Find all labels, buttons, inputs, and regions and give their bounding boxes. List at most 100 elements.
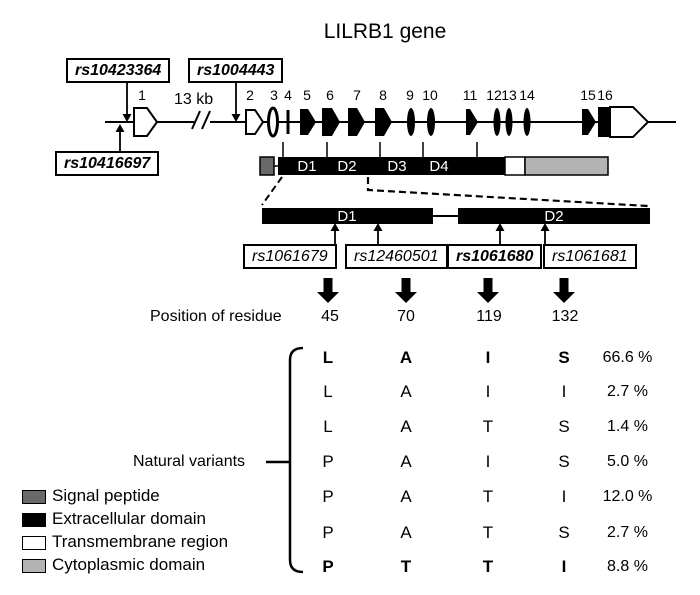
zoom-guide-right-line xyxy=(366,177,649,208)
domain-label-d2: D2 xyxy=(337,158,357,175)
domain-label-d1: D1 xyxy=(297,158,317,175)
exon-number-16: 16 xyxy=(597,87,613,103)
variant-cell: L xyxy=(323,382,333,401)
exon-number-15: 15 xyxy=(580,87,596,103)
variant-frequency: 66.6 % xyxy=(602,349,653,366)
variant-cell: S xyxy=(558,417,570,436)
variant-cell: A xyxy=(400,382,412,401)
exon-2-shape xyxy=(245,109,265,135)
zoom-d2-bar xyxy=(458,208,650,224)
variant-cell: L xyxy=(323,417,333,436)
legend-label-extracellular-domain: Extracellular domain xyxy=(52,509,207,528)
variant-frequency: 8.8 % xyxy=(607,558,648,575)
legend-label-signal-peptide: Signal peptide xyxy=(52,486,160,505)
signal-peptide-segment xyxy=(259,156,275,176)
variant-cell: T xyxy=(482,523,494,542)
variant-cell: I xyxy=(485,348,491,367)
exon-15-shape xyxy=(582,109,596,135)
variant-cell: L xyxy=(322,348,334,367)
residue-down-arrow-icons xyxy=(317,278,575,303)
variant-cell: A xyxy=(399,348,413,367)
exon-16-shape xyxy=(598,107,610,137)
variant-cell: I xyxy=(561,382,567,401)
exon-7-shape xyxy=(348,108,365,136)
legend-label-cytoplasmic-domain: Cytoplasmic domain xyxy=(52,555,206,574)
exon-domain-tick-lines xyxy=(282,142,478,157)
page-title: LILRB1 gene xyxy=(323,20,447,43)
exon-number-6: 6 xyxy=(326,87,334,103)
legend-swatch-signal-peptide xyxy=(22,490,46,504)
variant-cell: I xyxy=(485,382,491,401)
variant-cell: T xyxy=(400,557,412,576)
exon-10-shape xyxy=(427,108,435,136)
variant-frequency: 1.4 % xyxy=(607,418,648,435)
zoom-d1-bar xyxy=(262,208,433,224)
exon-14-shape xyxy=(523,108,531,136)
variant-frequency: 2.7 % xyxy=(607,524,648,541)
variant-cell: P xyxy=(322,452,334,471)
snp-box-rs1061681: rs1061681 xyxy=(543,244,637,270)
residue-position-119: 119 xyxy=(476,308,502,325)
variant-cell: A xyxy=(400,417,412,436)
legend-swatch-transmembrane-region xyxy=(22,536,46,550)
variant-cell: P xyxy=(322,487,334,506)
scale-break-icon xyxy=(191,110,211,130)
exon-number-1: 1 xyxy=(138,87,146,103)
exon-number-12: 12 xyxy=(486,87,502,103)
variant-cell: A xyxy=(400,487,412,506)
snp-box-rs10423364: rs10423364 xyxy=(66,58,171,84)
variant-cell: P xyxy=(322,557,334,576)
variant-cell: A xyxy=(400,452,412,471)
natural-variants-label: Natural variants xyxy=(133,453,246,470)
exon-8-shape xyxy=(375,108,392,136)
snp-rs10416697-arrow-icon xyxy=(115,124,125,152)
transmembrane-segment xyxy=(504,156,526,176)
exon-number-11: 11 xyxy=(462,87,478,103)
residue-position-132: 132 xyxy=(551,308,579,325)
zoom-domain-label-d2: D2 xyxy=(544,208,564,225)
cytoplasmic-segment xyxy=(524,156,609,176)
snp-up-arrow-icons xyxy=(330,223,550,244)
exon-number-7: 7 xyxy=(353,87,361,103)
exon-12-shape xyxy=(493,108,501,136)
snp-box-rs1061680: rs1061680 xyxy=(447,244,543,270)
exon-number-3: 3 xyxy=(270,87,278,103)
exon-3-shape xyxy=(267,106,279,138)
domain-label-d4: D4 xyxy=(429,158,449,175)
variant-cell: T xyxy=(482,557,494,576)
zoom-domain-label-d1: D1 xyxy=(337,208,357,225)
extracellular-domain-segment xyxy=(278,157,505,175)
scale-label: 13 kb xyxy=(174,91,214,108)
variant-cell: S xyxy=(558,348,570,367)
legend-swatch-cytoplasmic-domain xyxy=(22,559,46,573)
exon-13-shape xyxy=(505,108,513,136)
exon-number-4: 4 xyxy=(284,87,292,103)
variants-bracket xyxy=(288,346,304,574)
variant-cell: I xyxy=(561,557,567,576)
exon-number-14: 14 xyxy=(519,87,535,103)
exon-9-shape xyxy=(407,108,415,136)
variant-cell: S xyxy=(558,523,570,542)
exon-6-shape xyxy=(322,108,340,136)
legend-swatch-extracellular-domain xyxy=(22,513,46,527)
variant-cell: T xyxy=(482,487,494,506)
exon-number-10: 10 xyxy=(422,87,438,103)
exon-number-8: 8 xyxy=(379,87,387,103)
exon-number-5: 5 xyxy=(303,87,311,103)
exon-1-shape xyxy=(133,107,159,137)
variant-cell: A xyxy=(400,523,412,542)
snp-box-rs10416697: rs10416697 xyxy=(55,151,160,177)
snp-rs10423364-arrow-icon xyxy=(122,82,132,122)
snp-box-rs1061679: rs1061679 xyxy=(243,244,337,270)
residue-position-label: Position of residue xyxy=(150,308,282,325)
exon-11-shape xyxy=(466,109,478,135)
exon-5-shape xyxy=(300,109,316,135)
variant-frequency: 12.0 % xyxy=(602,488,653,505)
snp-rs1004443-arrow-icon xyxy=(231,82,241,122)
variant-cell: P xyxy=(322,523,334,542)
variant-cell: I xyxy=(485,452,491,471)
residue-position-70: 70 xyxy=(397,308,415,325)
legend-label-transmembrane-region: Transmembrane region xyxy=(52,532,229,551)
